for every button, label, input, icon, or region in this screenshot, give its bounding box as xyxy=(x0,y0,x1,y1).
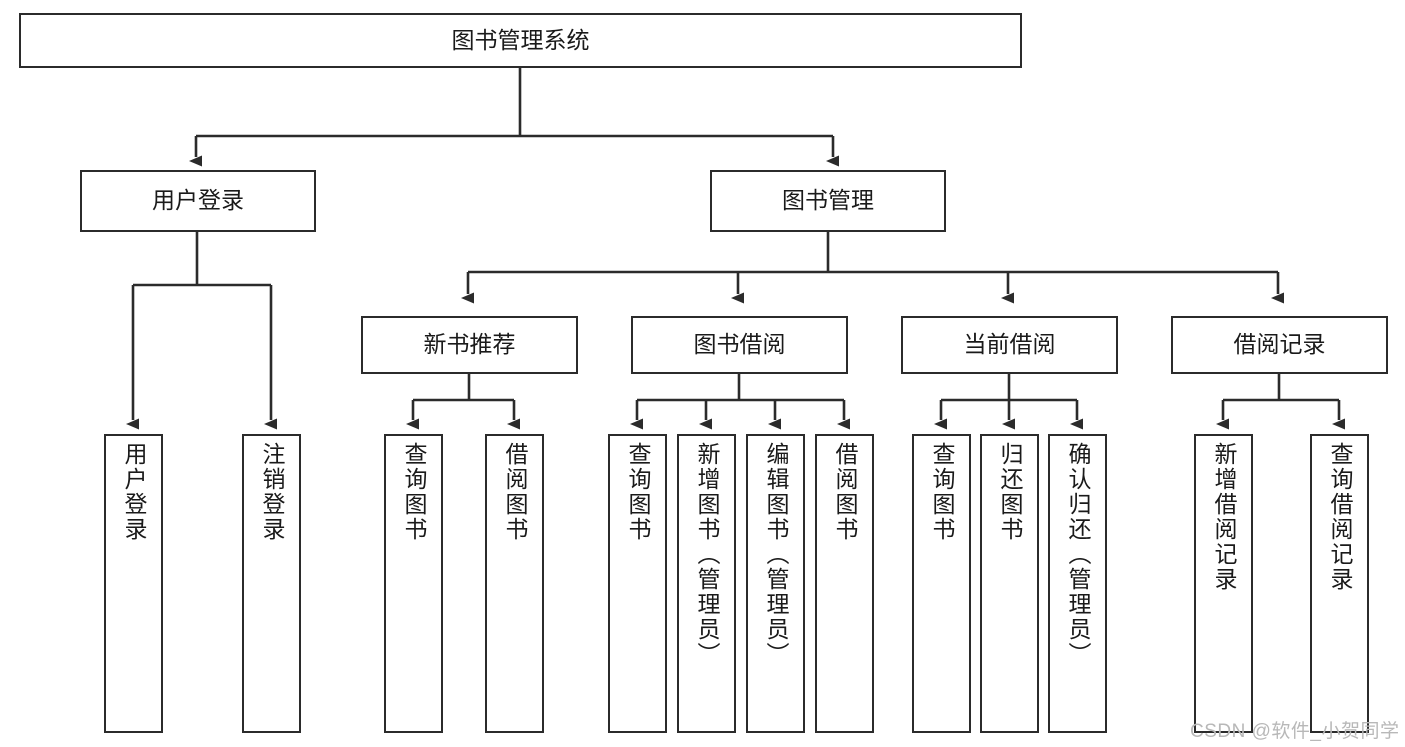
node-book-management[interactable]: 图书管理 xyxy=(710,170,946,232)
node-root-system[interactable]: 图书管理系统 xyxy=(19,13,1022,68)
node-label: 用户登录 xyxy=(152,187,244,214)
node-label: 借阅图书 xyxy=(502,442,528,542)
node-label: 查询图书 xyxy=(929,442,955,542)
node-current-borrow[interactable]: 当前借阅 xyxy=(901,316,1118,374)
leaf-user-login[interactable]: 用户登录 xyxy=(104,434,163,733)
node-borrow-record[interactable]: 借阅记录 xyxy=(1171,316,1388,374)
leaf-return-book[interactable]: 归还图书 xyxy=(980,434,1039,733)
node-label: 编辑图书（管理员） xyxy=(763,442,789,667)
leaf-query-book-3[interactable]: 查询图书 xyxy=(912,434,971,733)
node-label: 确认归还（管理员） xyxy=(1065,442,1091,667)
leaf-query-book-2[interactable]: 查询图书 xyxy=(608,434,667,733)
leaf-edit-book[interactable]: 编辑图书（管理员） xyxy=(746,434,805,733)
node-label: 新书推荐 xyxy=(423,331,516,358)
node-label: 查询图书 xyxy=(401,442,427,542)
node-label: 图书借阅 xyxy=(693,331,786,358)
leaf-query-book-1[interactable]: 查询图书 xyxy=(384,434,443,733)
node-label: 新增图书（管理员） xyxy=(694,442,720,667)
leaf-borrow-book-2[interactable]: 借阅图书 xyxy=(815,434,874,733)
leaf-confirm-return[interactable]: 确认归还（管理员） xyxy=(1048,434,1107,733)
leaf-add-book[interactable]: 新增图书（管理员） xyxy=(677,434,736,733)
node-label: 新增借阅记录 xyxy=(1211,442,1237,592)
leaf-add-record[interactable]: 新增借阅记录 xyxy=(1194,434,1253,733)
node-new-book-recommend[interactable]: 新书推荐 xyxy=(361,316,578,374)
node-label: 借阅图书 xyxy=(832,442,858,542)
leaf-logout-login[interactable]: 注销登录 xyxy=(242,434,301,733)
node-label: 图书管理系统 xyxy=(451,26,590,53)
leaf-query-record[interactable]: 查询借阅记录 xyxy=(1310,434,1369,733)
node-label: 用户登录 xyxy=(121,442,147,542)
node-label: 当前借阅 xyxy=(963,331,1056,358)
node-label: 归还图书 xyxy=(997,442,1023,542)
leaf-borrow-book-1[interactable]: 借阅图书 xyxy=(485,434,544,733)
node-label: 查询借阅记录 xyxy=(1327,442,1353,592)
node-label: 注销登录 xyxy=(259,442,285,542)
node-book-borrow[interactable]: 图书借阅 xyxy=(631,316,848,374)
node-label: 图书管理 xyxy=(782,187,874,214)
node-label: 查询图书 xyxy=(625,442,651,542)
csdn-watermark: CSDN @软件_小贺同学 xyxy=(1190,721,1400,742)
node-user-login[interactable]: 用户登录 xyxy=(80,170,316,232)
node-label: 借阅记录 xyxy=(1233,331,1326,358)
